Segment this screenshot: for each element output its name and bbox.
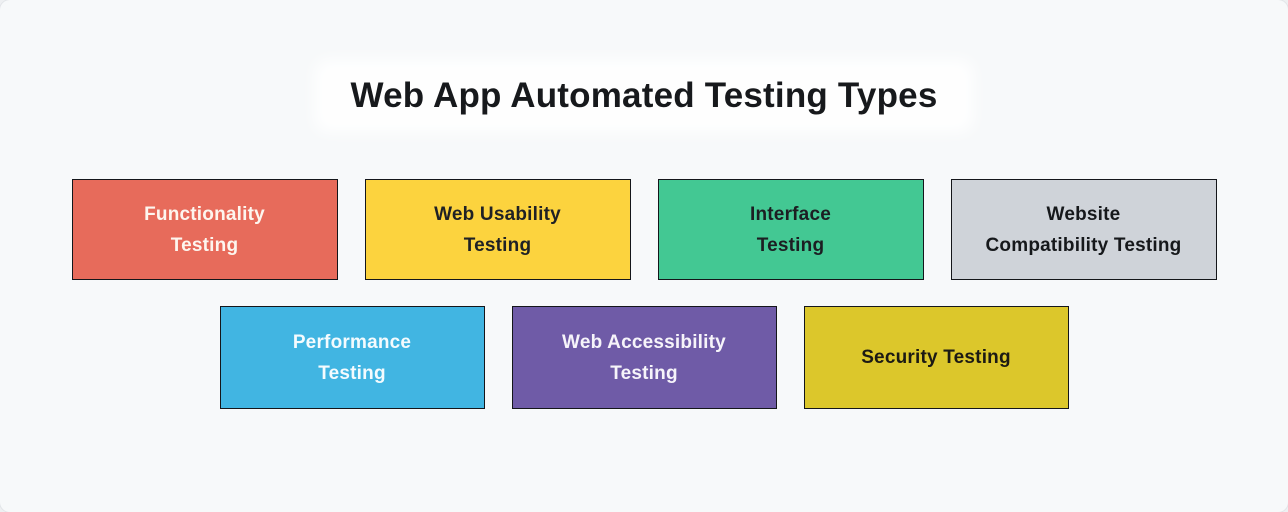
page-title: Web App Automated Testing Types	[324, 70, 964, 122]
box-label-functionality-testing: Functionality Testing	[144, 203, 265, 256]
box-interface-testing: Interface Testing	[657, 179, 924, 280]
box-label-web-accessibility-testing: Web Accessibility Testing	[562, 331, 726, 384]
box-label-website-compatibility-testing: Website Compatibility Testing	[985, 203, 1182, 256]
box-label-web-usability-testing: Web Usability Testing	[434, 203, 561, 256]
box-label-security-testing: Security Testing	[861, 347, 1011, 368]
box-performance-testing: Performance Testing	[219, 306, 485, 409]
title-container: Web App Automated Testing Types	[0, 70, 1288, 122]
box-security-testing: Security Testing	[803, 306, 1069, 409]
box-website-compatibility-testing: Website Compatibility Testing	[950, 179, 1217, 280]
box-label-performance-testing: Performance Testing	[292, 331, 412, 384]
box-label-interface-testing: Interface Testing	[749, 203, 831, 256]
box-functionality-testing: Functionality Testing	[71, 179, 338, 280]
box-web-accessibility-testing: Web Accessibility Testing	[511, 306, 777, 409]
testing-types-row-2: Performance Testing Web Accessibility Te…	[0, 306, 1288, 409]
testing-types-row-1: Functionality Testing Web Usability Test…	[0, 179, 1288, 280]
box-web-usability-testing: Web Usability Testing	[364, 179, 631, 280]
